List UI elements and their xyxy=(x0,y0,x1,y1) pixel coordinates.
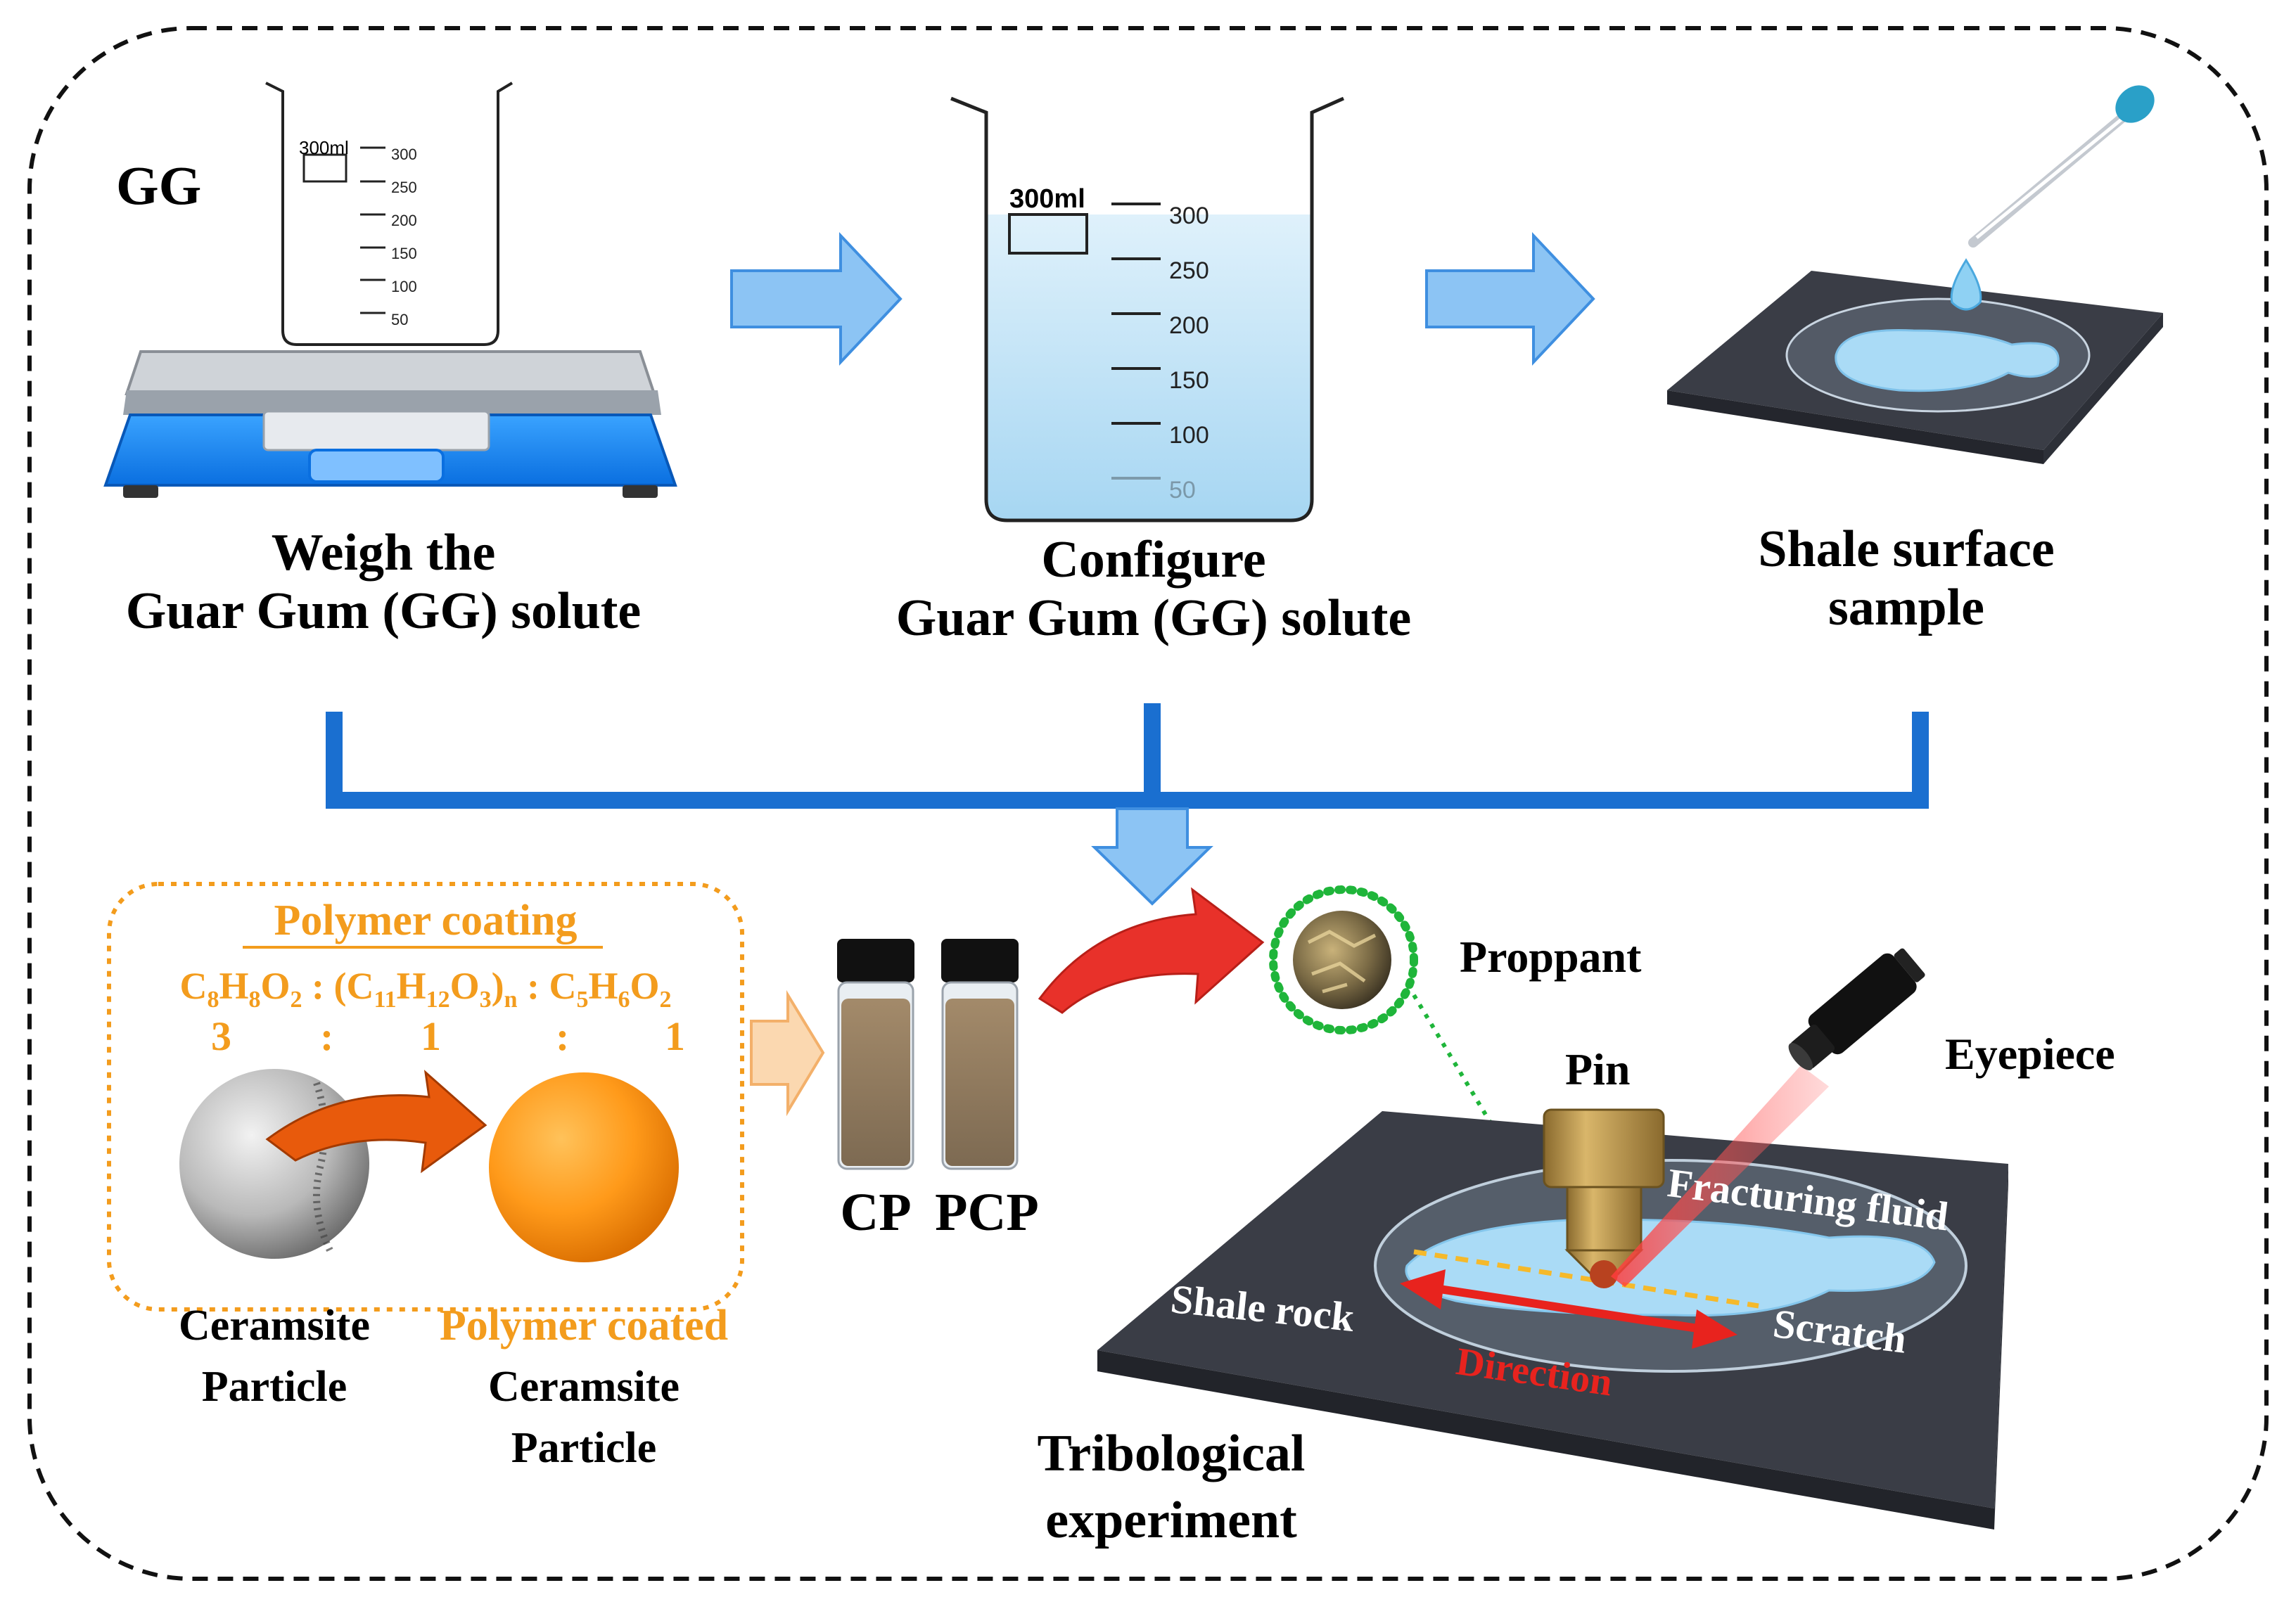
step2-caption-line1: Configure xyxy=(1041,531,1266,589)
step3-caption-line1: Shale surface xyxy=(1758,520,2055,578)
ratio-value-3: 1 xyxy=(665,1013,685,1059)
pcp-vial xyxy=(941,939,1019,1170)
down-arrow xyxy=(1091,807,1213,906)
beaker-large-volume: 300ml xyxy=(1009,184,1085,214)
coated-caption-line2: Ceramsite xyxy=(488,1362,680,1411)
polymer-coating-box xyxy=(107,882,744,1312)
coated-caption-line1: Polymer coated xyxy=(439,1302,729,1350)
eyepiece-label: Eyepiece xyxy=(1945,1029,2115,1079)
tick-label: 200 xyxy=(391,212,417,229)
beaker-small-volume: 300ml xyxy=(299,137,349,158)
step3-caption-line2: sample xyxy=(1828,578,1984,636)
direction-arrow xyxy=(1400,1269,1737,1349)
tick-label: 250 xyxy=(391,179,417,196)
tribology-caption-line2: experiment xyxy=(1045,1491,1297,1549)
gg-tag: GG xyxy=(116,155,202,216)
coated-caption-line3: Particle xyxy=(511,1423,657,1472)
scratch-line xyxy=(1413,1249,1759,1309)
tick-label: 200 xyxy=(1169,312,1209,339)
coated-sphere xyxy=(489,1072,679,1262)
ceramsite-caption: Ceramsite Particle xyxy=(127,1295,422,1418)
water-beaker-icon xyxy=(950,96,1345,523)
step1-caption-line1: Weigh the xyxy=(271,524,496,582)
tick-label: 300 xyxy=(1169,203,1209,229)
coating-transform-arrow xyxy=(265,1070,487,1174)
ratio-value-1: 3 xyxy=(211,1013,231,1059)
tick-label: 50 xyxy=(1169,477,1196,504)
ceramsite-caption-line2: Particle xyxy=(201,1362,347,1411)
polymer-coating-title: Polymer coating xyxy=(274,897,578,944)
tick-label: 150 xyxy=(391,245,417,262)
ratio-value-2: 1 xyxy=(421,1013,441,1059)
eyepiece-icon xyxy=(1788,948,1925,1070)
coated-caption: Polymer coated Ceramsite Particle xyxy=(404,1295,763,1478)
process-arrow-2 xyxy=(1425,231,1595,366)
merge-bracket xyxy=(326,703,1929,809)
cp-label: CP xyxy=(840,1183,912,1242)
cp-vial xyxy=(837,939,914,1170)
tick-label: 250 xyxy=(1169,257,1209,284)
tick-label: 100 xyxy=(391,278,417,295)
pipette-icon xyxy=(1950,85,2155,311)
beaker-icon xyxy=(265,82,514,346)
tick-label: 100 xyxy=(1169,422,1209,449)
tribology-slab xyxy=(1097,1111,2008,1530)
step3-caption: Shale surface sample xyxy=(1674,520,2138,637)
vials-to-proppant-arrow xyxy=(1038,887,1265,1014)
ceramsite-caption-line1: Ceramsite xyxy=(179,1302,370,1350)
beaker-small-ticks: 300 250 200 150 100 50 xyxy=(391,138,417,336)
coating-to-vials-arrow xyxy=(750,989,825,1117)
tick-label: 150 xyxy=(1169,367,1209,394)
ratio-separator-1: : xyxy=(320,1013,334,1059)
formula-line: C8H8O2 : (C11H12O3)n : C5H6O2 xyxy=(179,965,671,1013)
tribology-caption: Tribological experiment xyxy=(981,1421,1361,1553)
laser-beam xyxy=(1611,1065,1829,1287)
proppant-label: Proppant xyxy=(1460,932,1642,982)
tribology-caption-line1: Tribological xyxy=(1037,1425,1306,1482)
tick-label: 50 xyxy=(391,311,409,328)
process-arrow-1 xyxy=(730,231,903,366)
balance-scale-icon xyxy=(103,350,677,498)
proppant-ring xyxy=(1269,885,1418,1034)
beaker-large-ticks: 300 250 200 150 100 50 xyxy=(1169,188,1209,518)
tick-label: 300 xyxy=(391,146,417,163)
pin-label: Pin xyxy=(1565,1044,1631,1094)
ceramsite-sphere xyxy=(179,1069,369,1259)
step1-caption: Weigh the Guar Gum (GG) solute xyxy=(77,524,689,641)
step2-caption-line2: Guar Gum (GG) solute xyxy=(895,589,1412,647)
step1-caption-line2: Guar Gum (GG) solute xyxy=(125,582,642,640)
ratio-row: 3 : 1 : 1 xyxy=(197,1013,703,1062)
proppant-icon xyxy=(1293,911,1391,1009)
shale-plate-icon xyxy=(1667,271,2163,464)
step2-caption: Configure Guar Gum (GG) solute xyxy=(844,531,1463,648)
ratio-separator-2: : xyxy=(556,1013,570,1059)
pcp-label: PCP xyxy=(935,1183,1039,1242)
